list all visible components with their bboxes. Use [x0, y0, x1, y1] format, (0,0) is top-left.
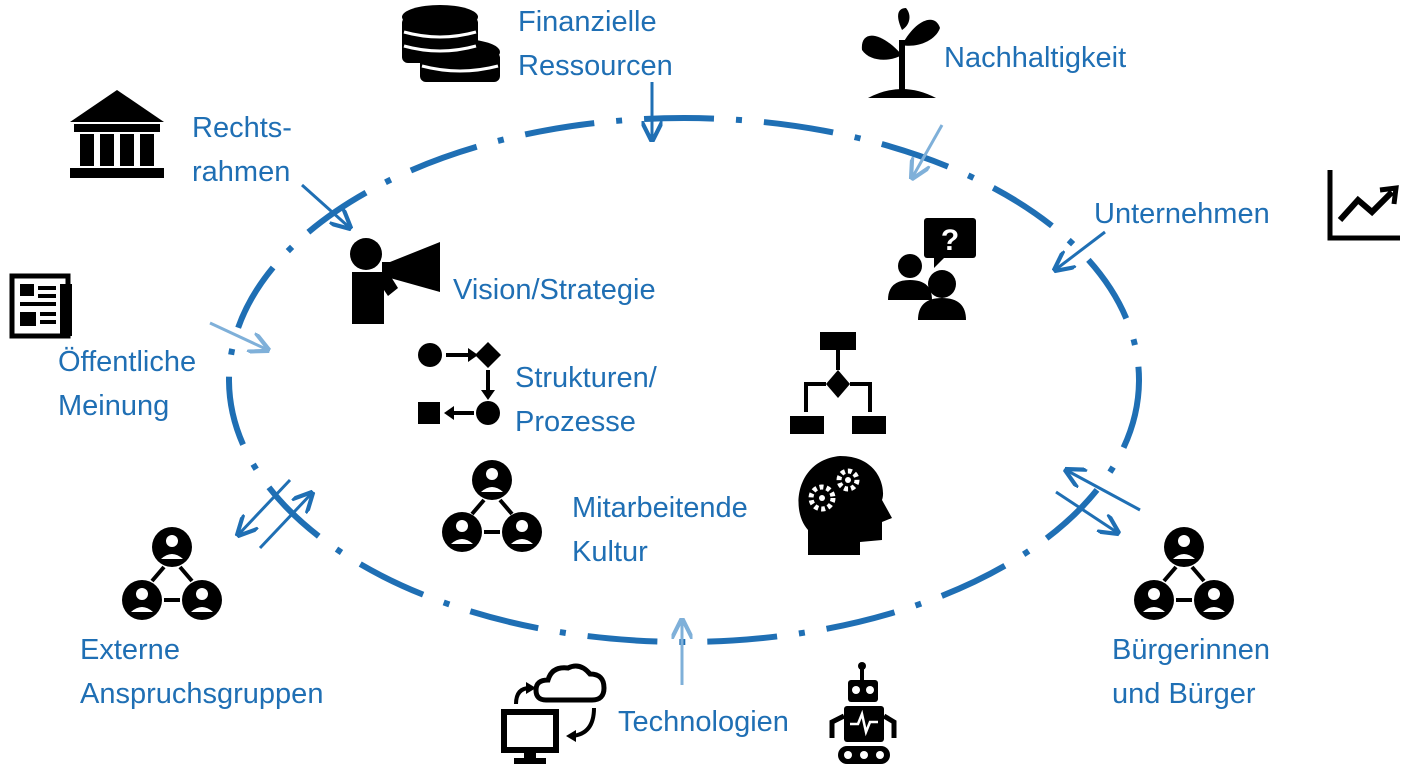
label-line: Rechts-	[192, 112, 292, 144]
label-rechtsrahmen: Rechts- rahmen	[192, 106, 292, 194]
label-line: rahmen	[192, 156, 291, 188]
label-oeffentliche-meinung: Öffentliche Meinung	[58, 340, 196, 428]
label-line: Mitarbeitende	[572, 492, 748, 524]
arrow-externe-out	[238, 478, 292, 535]
arrow-unternehmen	[1055, 230, 1106, 270]
megaphone-person-icon	[350, 238, 440, 324]
label-line: Finanzielle	[518, 6, 657, 38]
bank-building-icon	[70, 90, 164, 178]
label-line: Prozesse	[515, 406, 636, 438]
network-people-icon	[1134, 527, 1234, 620]
label-line: Vision/Strategie	[453, 274, 656, 306]
label-strukturen-prozesse: Strukturen/ Prozesse	[515, 356, 657, 444]
label-line: Unternehmen	[1094, 198, 1270, 230]
coins-icon	[402, 5, 500, 82]
network-people-icon	[442, 460, 542, 552]
arrow-nachhaltigkeit	[912, 124, 944, 178]
label-line: Öffentliche	[58, 346, 197, 378]
label-buergerinnen-buerger: Bürgerinnen und Bürger	[1112, 628, 1270, 716]
arrow-externe-in	[258, 493, 312, 550]
label-externe-anspruchsgruppen: Externe Anspruchsgruppen	[80, 628, 323, 716]
decision-tree-icon	[790, 332, 886, 434]
label-technologien: Technologien	[618, 700, 789, 744]
label-line: Meinung	[58, 390, 170, 422]
arrow-buerger-out	[1055, 490, 1118, 533]
head-gears-icon	[798, 456, 892, 555]
robot-icon	[829, 662, 897, 764]
arrow-buerger-in	[1066, 470, 1141, 512]
process-flow-icon	[418, 342, 501, 425]
trend-chart-icon	[1327, 170, 1400, 241]
label-line: Kultur	[572, 536, 648, 568]
organisation-ellipse	[226, 115, 1142, 645]
svg-text:?: ?	[941, 224, 959, 257]
newspaper-icon	[9, 273, 72, 339]
label-mitarbeitende-kultur: Mitarbeitende Kultur	[572, 486, 748, 574]
plant-icon	[861, 8, 940, 98]
arrow-meinung	[209, 321, 268, 350]
cloud-computer-icon	[501, 663, 607, 764]
arrow-rechtsrahmen	[300, 183, 350, 228]
label-line: und Bürger	[1112, 678, 1256, 710]
network-people-icon	[122, 527, 222, 620]
label-nachhaltigkeit: Nachhaltigkeit	[944, 36, 1126, 80]
label-unternehmen: Unternehmen	[1094, 192, 1270, 236]
label-line: Bürgerinnen	[1112, 634, 1270, 666]
label-line: Ressourcen	[518, 50, 673, 82]
label-line: Nachhaltigkeit	[944, 42, 1127, 74]
label-line: Anspruchsgruppen	[80, 678, 324, 710]
label-line: Externe	[80, 634, 180, 666]
label-line: Technologien	[618, 706, 789, 738]
label-vision-strategie: Vision/Strategie	[453, 268, 656, 312]
question-people-icon: ?	[888, 218, 976, 320]
label-line: Strukturen/	[515, 362, 657, 394]
label-finanzielle-ressourcen: Finanzielle Ressourcen	[518, 0, 673, 88]
